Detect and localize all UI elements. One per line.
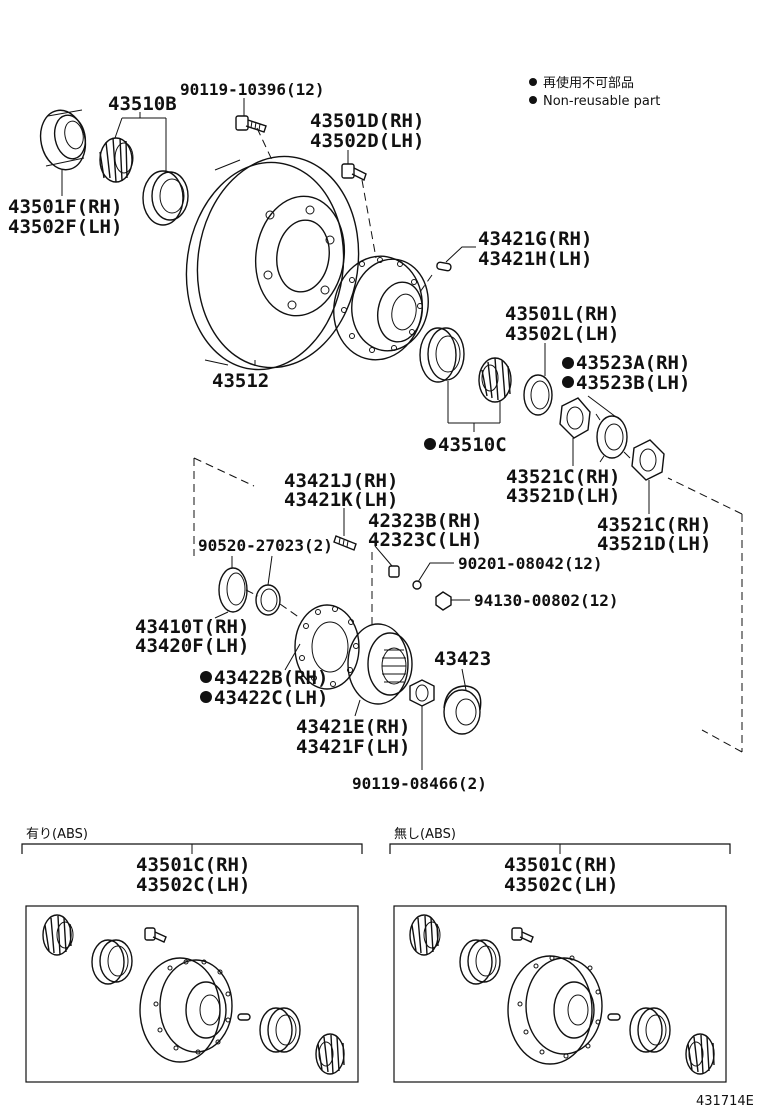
- label-43523b: 43523B(LH): [576, 372, 690, 394]
- label-43421h: 43421H(LH): [478, 248, 592, 270]
- label-43502d: 43502D(LH): [310, 130, 424, 152]
- hub-cap: [443, 685, 482, 735]
- label-43502l: 43502L(LH): [505, 323, 619, 345]
- label-43423: 43423: [434, 648, 491, 670]
- hub-pin-upper: [436, 261, 452, 272]
- bearing-cone-inner: [478, 357, 512, 403]
- label-43521d-second: 43521D(LH): [597, 533, 711, 555]
- label-43521c-second: 43521C(RH): [597, 514, 711, 536]
- snap-ring: [255, 584, 281, 616]
- flange-bolt: [333, 535, 357, 551]
- label-43422b: 43422B(RH): [214, 667, 328, 689]
- label-43421k: 43421K(LH): [284, 489, 398, 511]
- label-43521c-first: 43521C(RH): [506, 466, 620, 488]
- lock-nut-first: [559, 397, 591, 439]
- cone-washer: [388, 565, 400, 578]
- section-caption-with-abs: 有り(ABS): [26, 827, 88, 842]
- label-90119-08466: 90119-08466(2): [352, 774, 487, 793]
- label-43510b: 43510B: [108, 93, 177, 115]
- lock-washer: [595, 413, 631, 463]
- bearing-cup-outer: [142, 170, 189, 226]
- label-43501f: 43501F(RH): [8, 196, 122, 218]
- subassembly-with-abs: 有り(ABS) 43501C(RH) 43502C(LH): [21, 827, 363, 1083]
- legend-text-ja: 再使用不可部品: [543, 75, 634, 91]
- label-90201-08042: 90201-08042(12): [458, 554, 603, 573]
- center-bolt: [409, 679, 435, 707]
- hub-gasket: [294, 604, 360, 690]
- label-43501d: 43501D(RH): [310, 110, 424, 132]
- label-43410t: 43410T(RH): [135, 616, 249, 638]
- lock-nut-second: [631, 439, 665, 481]
- label-42323c: 42323C(LH): [368, 529, 482, 551]
- non-reusable-marker-icon: [529, 96, 537, 104]
- non-reusable-marker-icon: [200, 671, 212, 683]
- label-43501l: 43501L(RH): [505, 303, 619, 325]
- leader-lines: [61, 98, 650, 770]
- front-axle-hub: [333, 255, 429, 361]
- non-reusable-marker-icon: [529, 78, 537, 86]
- flange-nut: [435, 591, 452, 611]
- assembly-guides: [193, 127, 743, 753]
- label-43523a: 43523A(RH): [576, 352, 690, 374]
- section-caption-without-abs: 無し(ABS): [394, 827, 456, 842]
- bolt-small-top: [235, 115, 267, 133]
- plain-washer: [412, 580, 422, 590]
- legend-text-en: Non-reusable part: [543, 94, 660, 109]
- non-reusable-marker-icon: [562, 376, 574, 388]
- label-43510c: 43510C: [438, 434, 507, 456]
- label-43521d-first: 43521D(LH): [506, 485, 620, 507]
- legend: 再使用不可部品 Non-reusable part: [529, 75, 660, 109]
- brake-disc: [185, 155, 360, 371]
- subassembly-without-abs: 無し(ABS) 43501C(RH) 43502C(LH): [389, 827, 731, 1083]
- hub-seal: [218, 567, 248, 613]
- non-reusable-marker-icon: [200, 691, 212, 703]
- non-reusable-marker-icon: [424, 438, 436, 450]
- label-43421g: 43421G(RH): [478, 228, 592, 250]
- section-with-abs-line2: 43502C(LH): [136, 874, 250, 896]
- label-43422c: 43422C(LH): [214, 687, 328, 709]
- free-wheel-flange: [347, 623, 413, 705]
- label-43421j: 43421J(RH): [284, 470, 398, 492]
- label-43502f: 43502F(LH): [8, 216, 122, 238]
- figure-code: 431714E: [696, 1094, 754, 1109]
- bearing-cone-outer: [99, 137, 134, 183]
- oil-seal-inner: [523, 374, 553, 416]
- label-42323b: 42323B(RH): [368, 510, 482, 532]
- section-without-abs-line1: 43501C(RH): [504, 854, 618, 876]
- label-43421e: 43421E(RH): [296, 716, 410, 738]
- section-without-abs-line2: 43502C(LH): [504, 874, 618, 896]
- label-43512: 43512: [212, 370, 269, 392]
- label-90119-10396: 90119-10396(12): [180, 80, 325, 99]
- oil-seal-outer: [39, 109, 87, 171]
- part-labels: 90119-10396(12) 43510B 43501D(RH) 43502D…: [8, 80, 711, 793]
- hub-bolt: [341, 163, 367, 181]
- label-43420f: 43420F(LH): [135, 635, 249, 657]
- non-reusable-marker-icon: [562, 357, 574, 369]
- label-94130-00802: 94130-00802(12): [474, 591, 619, 610]
- section-with-abs-line1: 43501C(RH): [136, 854, 250, 876]
- label-43421f: 43421F(LH): [296, 736, 410, 758]
- label-90520-27023: 90520-27023(2): [198, 536, 333, 555]
- bearing-cup-inner: [419, 327, 465, 383]
